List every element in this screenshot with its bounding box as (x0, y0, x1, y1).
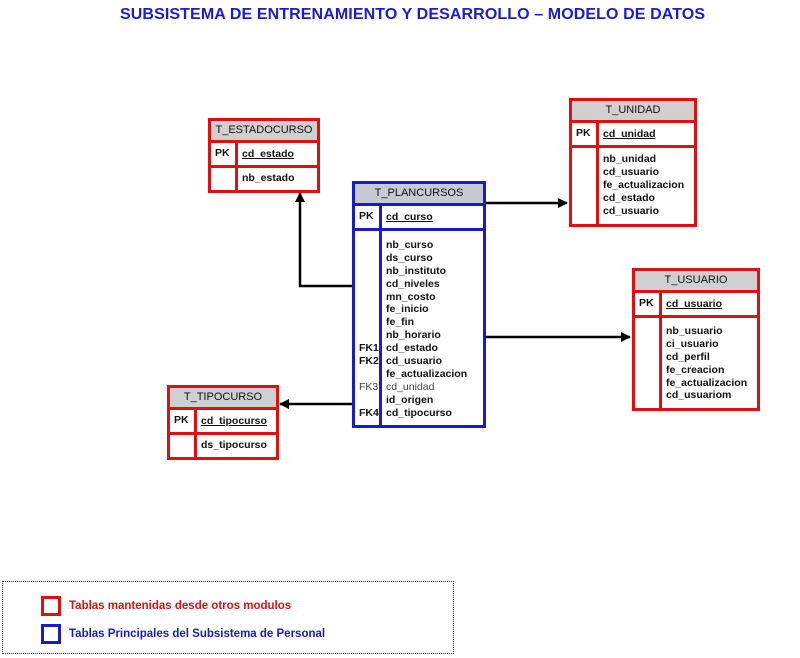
field: fe_inicio (386, 303, 429, 316)
field: cd_usuario (603, 165, 660, 178)
field: cd_estado (386, 342, 438, 355)
primary-key-field: cd_tipocurso (201, 415, 267, 427)
field: ci_usuario (666, 337, 719, 350)
pk-label: PK (355, 206, 382, 228)
field: cd_estado (603, 191, 655, 204)
legend-item-blue: Tablas Principales del Subsistema de Per… (41, 624, 325, 644)
pk-label: PK (211, 143, 238, 165)
fk-label (359, 368, 379, 381)
arrow-plancursos-to-estadocurso (295, 192, 352, 288)
field: cd_tipocurso (386, 406, 452, 419)
field: nb_estado (242, 172, 295, 184)
field: cd_unidad (386, 380, 435, 393)
field: fe_actualizacion (386, 367, 468, 380)
table-name: T_ESTADOCURSO (211, 121, 317, 143)
legend-label: Tablas mantenidas desde otros modulos (69, 600, 292, 612)
fk-label: FK2 (359, 355, 379, 368)
field: cd_usuario (603, 204, 660, 217)
field: id_origen (386, 393, 434, 406)
pk-label: PK (635, 293, 662, 315)
table-usuario[interactable]: T_USUARIO PK cd_usuario nb_usuario ci_us… (632, 268, 760, 411)
legend-item-red: Tablas mantenidas desde otros modulos (41, 596, 291, 616)
red-square-icon (41, 596, 61, 616)
field: cd_usuariom (666, 389, 732, 402)
page-title: SUBSISTEMA DE ENTRENAMIENTO Y DESARROLLO… (120, 6, 706, 23)
fk-label (359, 303, 379, 316)
pk-label: PK (572, 123, 599, 145)
primary-key-field: cd_estado (242, 148, 294, 160)
primary-key-field: cd_usuario (666, 298, 723, 310)
table-name: T_TIPOCURSO (170, 388, 276, 410)
legend: Tablas mantenidas desde otros modulos Ta… (2, 581, 454, 654)
fk-label (359, 265, 379, 278)
field: cd_perfil (666, 350, 710, 363)
table-name: T_USUARIO (635, 271, 757, 293)
fk-label (359, 316, 379, 329)
table-unidad[interactable]: T_UNIDAD PK cd_unidad nb_unidad cd_usuar… (569, 98, 697, 227)
primary-key-field: cd_curso (386, 211, 433, 223)
fk-label (359, 252, 379, 265)
field: fe_creacion (666, 363, 725, 376)
table-tipocurso[interactable]: T_TIPOCURSO PK cd_tipocurso ds_tipocurso (167, 385, 279, 460)
table-estadocurso[interactable]: T_ESTADOCURSO PK cd_estado nb_estado (208, 118, 320, 193)
fk-label: FK3 (359, 380, 379, 393)
field: ds_curso (386, 251, 433, 264)
fk-label: FK4 (359, 406, 379, 419)
field: fe_actualizacion (603, 178, 685, 191)
blue-square-icon (41, 624, 61, 644)
field: cd_niveles (386, 277, 440, 290)
pk-label: PK (170, 410, 197, 432)
legend-label: Tablas Principales del Subsistema de Per… (69, 628, 326, 640)
fk-label: FK1 (359, 342, 379, 355)
fk-label (359, 239, 379, 252)
field: ds_tipocurso (201, 439, 267, 451)
field: cd_usuario (386, 355, 443, 368)
table-name: T_UNIDAD (572, 101, 694, 123)
fk-label (359, 394, 379, 407)
field: nb_horario (386, 329, 441, 342)
fk-label (359, 291, 379, 304)
fk-label (359, 278, 379, 291)
table-name: T_PLANCURSOS (355, 184, 483, 206)
field: nb_unidad (603, 153, 657, 165)
field: nb_curso (386, 239, 434, 251)
field: fe_actualizacion (666, 376, 748, 389)
table-plancursos[interactable]: T_PLANCURSOS PK cd_curso FK1 FK2 FK3 FK4… (352, 181, 486, 428)
fk-label (359, 329, 379, 342)
field: mn_costo (386, 290, 436, 303)
field: nb_usuario (666, 325, 723, 337)
field: nb_instituto (386, 264, 447, 277)
primary-key-field: cd_unidad (603, 128, 656, 140)
field: fe_fin (386, 316, 415, 329)
